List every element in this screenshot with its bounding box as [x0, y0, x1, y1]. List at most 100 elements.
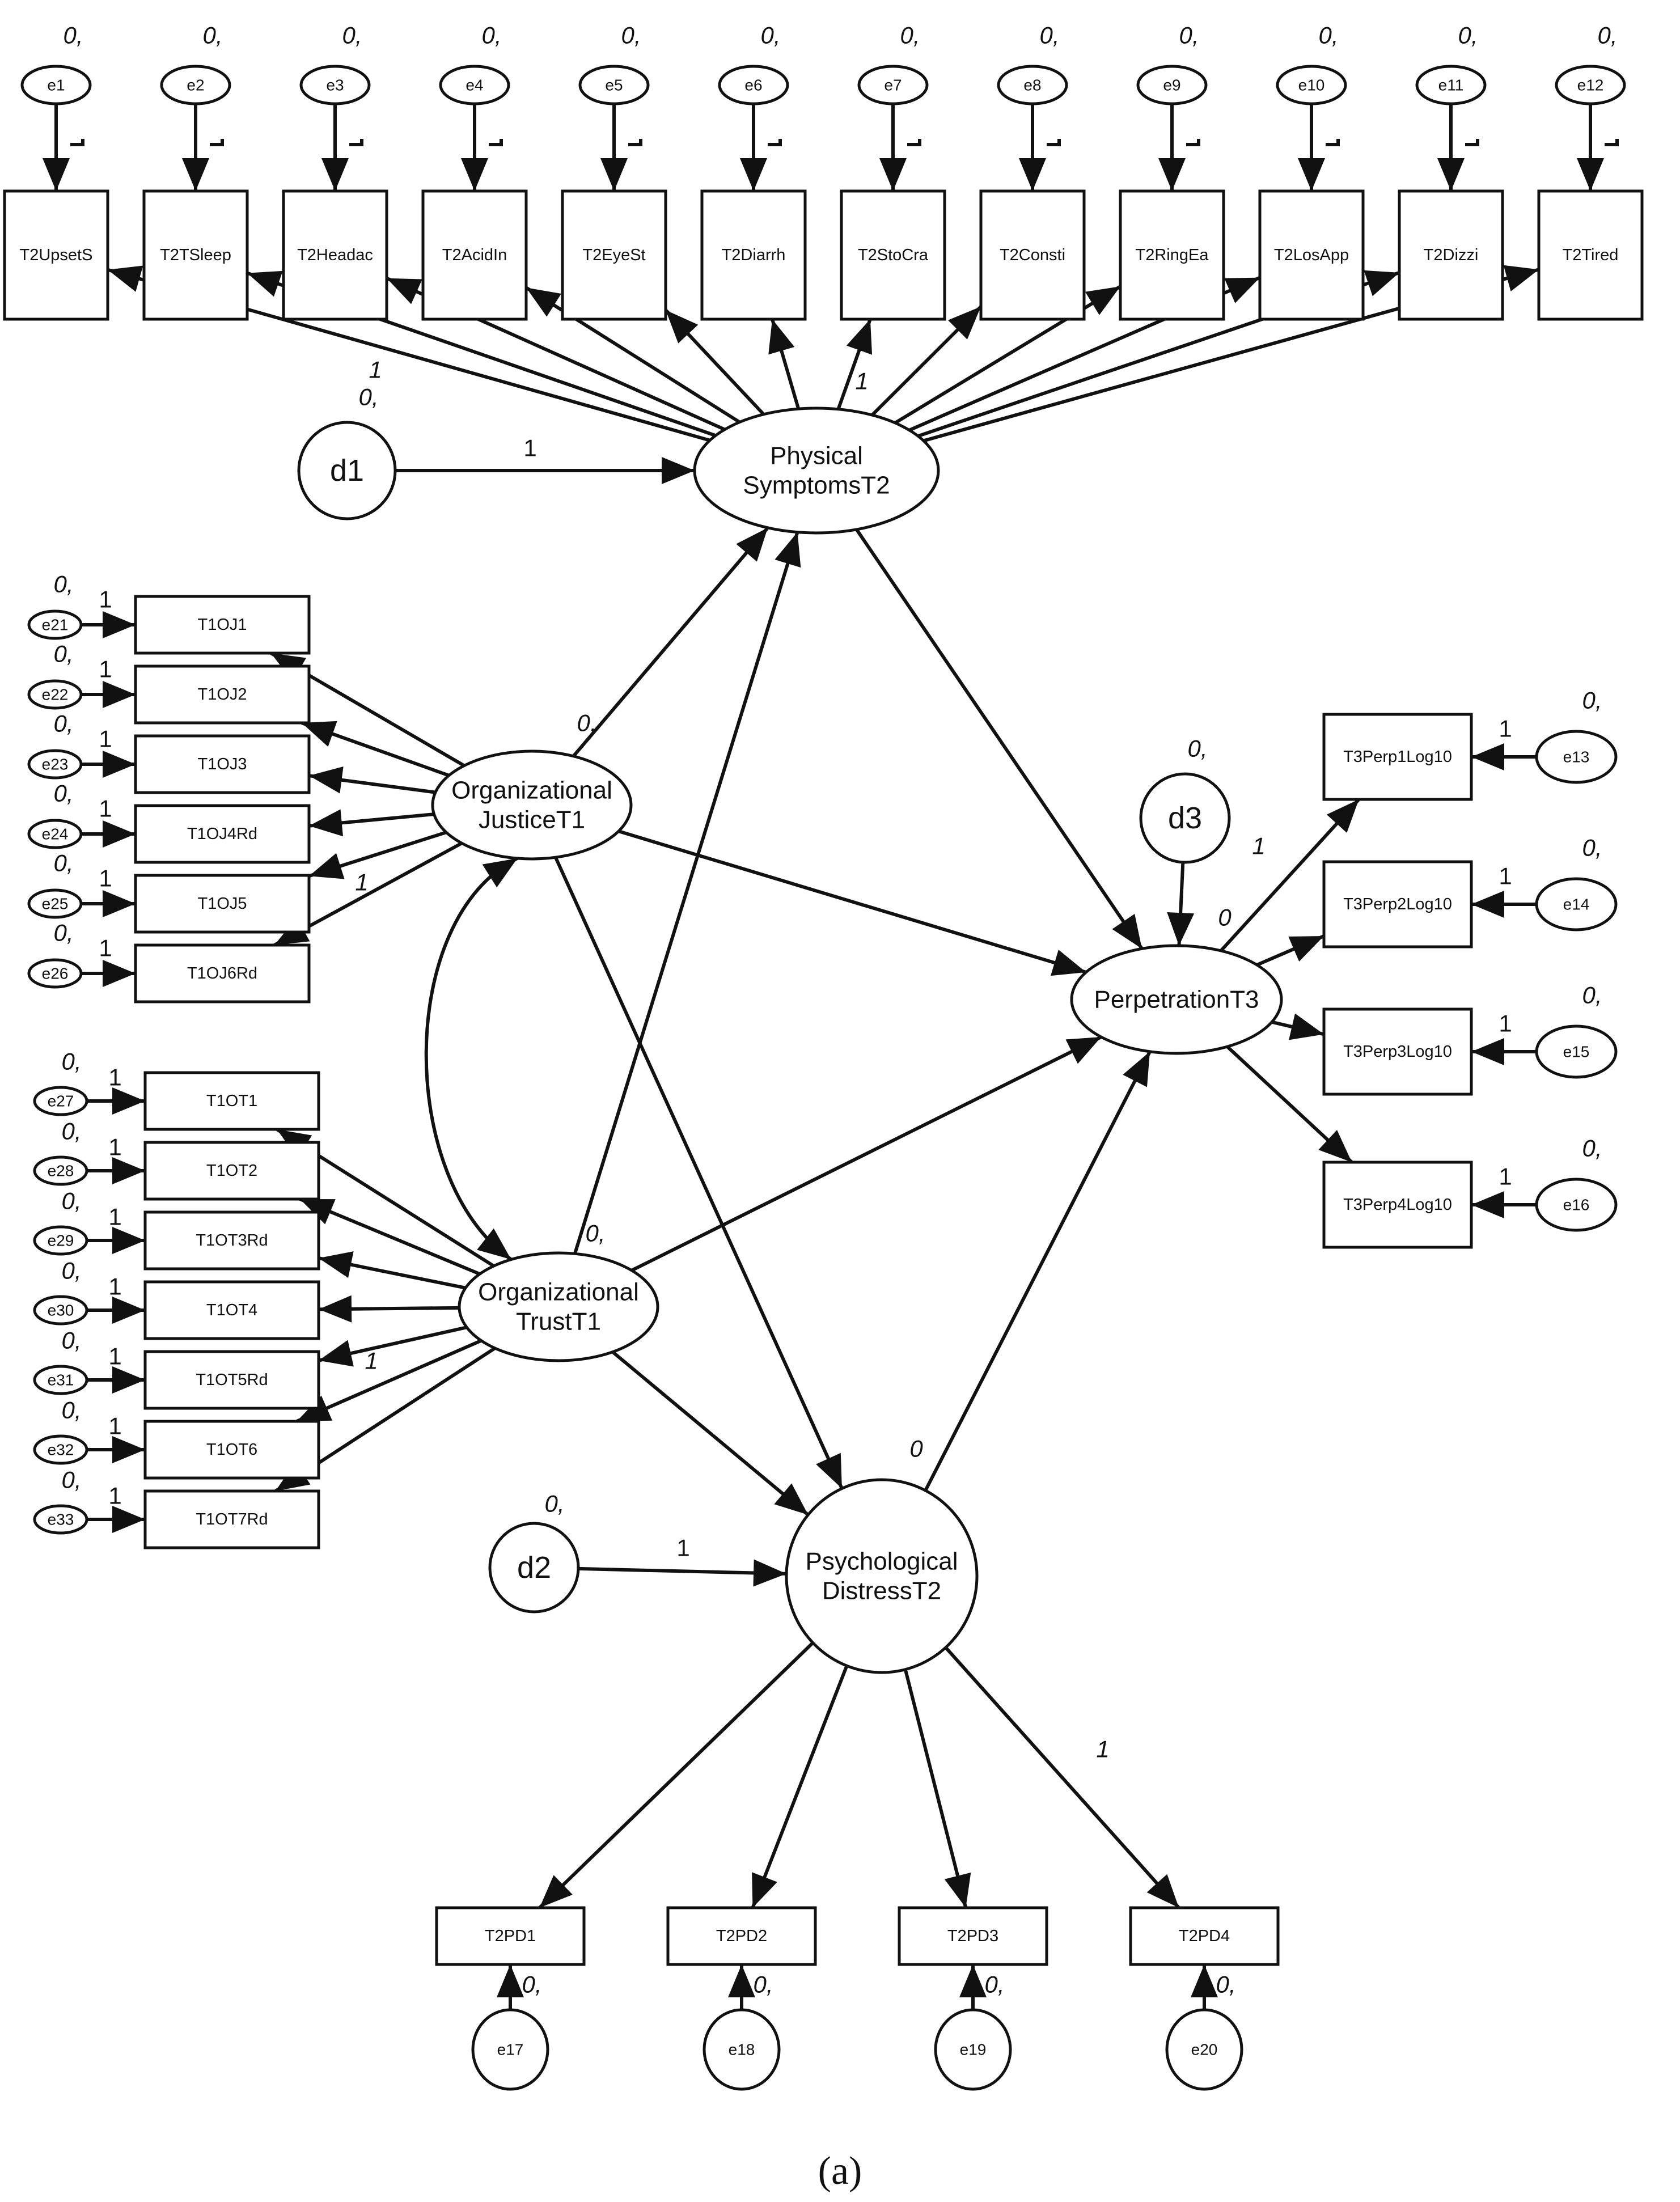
error-weight-e24: 1: [99, 795, 112, 822]
path-trust-physical: [573, 531, 799, 1255]
path-physical-T2EyeSt-arrowhead: [666, 310, 699, 344]
error-e33: [33, 1504, 88, 1535]
path-e5-T2EyeSt-arrowhead: [600, 158, 628, 191]
indicator-T1OJ3-label: T1OJ3: [197, 755, 247, 773]
path-physical-T2Diarrh-arrowhead: [768, 319, 795, 355]
error-e12: [1555, 65, 1626, 105]
path-perpetration-T3Perp1Log10-arrowhead: [1326, 799, 1359, 833]
path-e18-T2PD2-arrowhead: [728, 1964, 755, 1997]
indicator-T1OJ2: [134, 664, 311, 725]
error-weight-tick-e11: [1465, 139, 1479, 146]
path-trust-perpetration-arrowhead: [1065, 1037, 1102, 1064]
error-e5-label: e5: [605, 77, 623, 94]
indicator-T1OJ3: [134, 734, 311, 794]
error-mean-e26: 0,: [53, 920, 73, 946]
error-e4-label: e4: [466, 77, 483, 94]
error-e6: [718, 65, 789, 105]
error-mean-e18: 0,: [753, 1971, 773, 1998]
indicator-T1OJ1: [134, 595, 311, 655]
indicator-T2PD4: [1129, 1906, 1280, 1966]
error-weight-e30: 1: [108, 1273, 121, 1300]
path-distress-T2PD1-arrowhead: [539, 1875, 573, 1908]
indicator-T1OJ6Rd-label: T1OJ6Rd: [187, 964, 257, 983]
error-e20: [1165, 2008, 1243, 2091]
covariance-justice-trust: [424, 857, 518, 1261]
indicator-T1OJ5-label: T1OJ5: [197, 895, 247, 913]
error-weight-e15: 1: [1499, 1010, 1512, 1037]
path-e22-T1OJ2-arrowhead: [103, 681, 136, 708]
error-weight-e26: 1: [99, 935, 112, 962]
path-physical-T2AcidIn-arrowhead: [526, 287, 561, 317]
path-justice-perpetration-arrowhead: [1051, 950, 1086, 976]
error-e19: [934, 2008, 1012, 2091]
error-e24-label: e24: [42, 825, 69, 843]
latent-psychological-distress-label-line1: Psychological: [805, 1548, 958, 1576]
error-weight-tick-e8: [1047, 139, 1061, 146]
path-physical-perpetration-arrowhead: [1112, 913, 1142, 949]
indicator-T1OT4-label: T1OT4: [206, 1301, 257, 1319]
error-mean-e13: 0,: [1582, 687, 1602, 714]
indicator-T2RingEa-label: T2RingEa: [1136, 246, 1209, 264]
indicator-T1OJ6Rd: [134, 943, 311, 1003]
indicator-T2TSleep-label: T2TSleep: [160, 246, 231, 264]
path-e2-T2TSleep-arrowhead: [182, 158, 209, 191]
error-e32: [33, 1434, 88, 1465]
error-mean-e23: 0,: [53, 710, 73, 737]
error-mean-e17: 0,: [522, 1971, 541, 1998]
indicator-T3Perp1Log10-label: T3Perp1Log10: [1343, 748, 1452, 766]
path-distress-T2PD4-arrowhead: [1146, 1874, 1179, 1908]
error-mean-e29: 0,: [61, 1188, 81, 1214]
path-e33-T1OT7Rd-arrowhead: [112, 1506, 145, 1533]
error-e27-label: e27: [48, 1092, 74, 1110]
physical-loading-overlap-2: 0,: [358, 384, 378, 410]
path-trust-physical-arrowhead: [775, 532, 801, 568]
error-mean-e15: 0,: [1582, 982, 1602, 1009]
error-weight-e32: 1: [108, 1413, 121, 1439]
error-weight-tick-e3: [349, 139, 363, 146]
path-e30-T1OT4-arrowhead: [112, 1297, 145, 1324]
error-e4: [439, 65, 510, 105]
distress-mean: 0: [909, 1435, 923, 1462]
indicator-T1OT2-label: T1OT2: [206, 1162, 257, 1180]
covariance-justice-end-arrowhead: [482, 858, 518, 888]
path-trust-T1OT3Rd-arrowhead: [319, 1251, 354, 1278]
error-weight-tick-e6: [768, 139, 782, 146]
error-e22: [27, 679, 83, 710]
error-e1-label: e1: [47, 77, 65, 94]
path-physical-T2Tired-arrowhead: [1503, 265, 1539, 292]
path-physical-T2Dizzi-arrowhead: [1364, 270, 1399, 297]
indicator-T3Perp4Log10: [1322, 1161, 1473, 1249]
error-e29-label: e29: [48, 1232, 74, 1250]
indicator-T2Headac-label: T2Headac: [297, 246, 373, 264]
path-distress-T2PD2-arrowhead: [752, 1872, 777, 1908]
indicator-T2Headac: [282, 189, 388, 321]
indicator-T2Diarrh: [700, 189, 807, 321]
indicator-T2StoCra: [840, 189, 946, 321]
path-e13-T3Perp1Log10-arrowhead: [1471, 743, 1504, 770]
trust-loading-tick: 1: [365, 1348, 378, 1374]
indicator-T3Perp3Log10: [1322, 1007, 1473, 1096]
error-e33-label: e33: [48, 1511, 74, 1528]
error-e31-label: e31: [48, 1371, 74, 1389]
path-justice-T1OJ4Rd-arrowhead: [309, 809, 343, 837]
indicator-T2Diarrh-label: T2Diarrh: [722, 246, 786, 264]
error-mean-e6: 0,: [760, 22, 780, 49]
path-trust-T1OT4-arrowhead: [319, 1295, 352, 1323]
error-weight-tick-e7: [907, 139, 921, 146]
path-physical-T2UpsetS-arrowhead: [108, 265, 143, 292]
path-e27-T1OT1-arrowhead: [112, 1087, 145, 1115]
indicator-T3Perp2Log10: [1322, 860, 1473, 948]
error-e24: [27, 819, 83, 849]
path-trust-perpetration: [630, 1035, 1102, 1272]
error-e32-label: e32: [48, 1441, 74, 1459]
path-perpetration-T3Perp2Log10-arrowhead: [1288, 936, 1324, 962]
path-physical-T2Consti-arrowhead: [947, 306, 981, 340]
error-e23-label: e23: [42, 756, 69, 773]
error-mean-e3: 0,: [342, 22, 362, 49]
indicator-T1OT6-label: T1OT6: [206, 1441, 257, 1459]
error-e26: [27, 958, 83, 989]
latent-physical-symptoms: [693, 406, 940, 535]
indicator-T2Tired-label: T2Tired: [1563, 246, 1619, 264]
indicator-T1OJ5: [134, 874, 311, 934]
